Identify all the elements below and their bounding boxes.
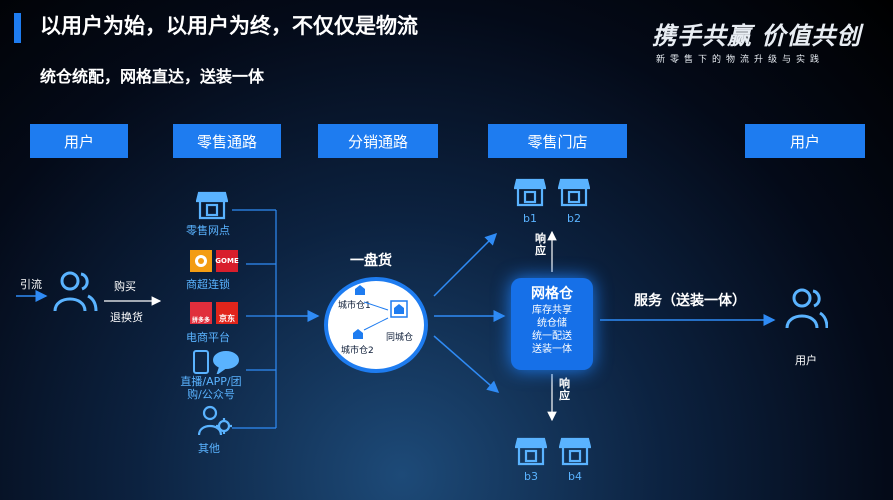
store-icon <box>515 437 547 466</box>
store-icon <box>514 178 546 207</box>
feature-line: 统一配送 <box>532 331 572 342</box>
feature-line: 库存共享 <box>532 305 572 316</box>
grid-warehouse-hub <box>511 278 593 370</box>
warehouse-icon <box>353 329 363 339</box>
store-label-b2: b2 <box>567 212 581 225</box>
same-city-warehouse-icon <box>390 300 408 318</box>
grid-warehouse-features: 库存共享 统仓储 统一配送 送装一体 <box>511 304 593 356</box>
city-warehouse-2-label: 城市仓2 <box>341 346 374 356</box>
store-label-b1: b1 <box>523 212 537 225</box>
pinduoduo-logo-icon: 拼多多 <box>190 302 212 324</box>
column-header-user: 用户 <box>30 124 128 158</box>
transfer-arrows <box>363 301 389 331</box>
title-accent-bar <box>14 13 21 43</box>
users-icon <box>53 271 98 312</box>
store-label-b4: b4 <box>568 470 582 483</box>
response-label-up: 响应 <box>535 232 546 257</box>
column-header-end-user: 用户 <box>745 124 865 158</box>
user-gear-icon <box>198 405 232 436</box>
service-label: 服务（送装一体） <box>634 293 746 309</box>
gome-logo-icon: GOME <box>215 250 239 272</box>
channel-label-ecommerce: 电商平台 <box>186 331 230 344</box>
grid-warehouse-title: 网格仓 <box>531 286 573 302</box>
page-title: 以用户为始，以用户为终，不仅仅是物流 <box>40 14 418 38</box>
brand-slogan: 携手共赢 价值共创 <box>652 22 862 50</box>
channel-label-supermarket: 商超连锁 <box>186 278 230 291</box>
phone-chat-icon <box>193 350 239 374</box>
feature-line: 统仓储 <box>537 318 567 329</box>
channel-label-other: 其他 <box>198 442 220 455</box>
buy-label: 购买 <box>114 280 136 293</box>
channel-label-livestream-app: 直播/APP/团购/公众号 <box>180 375 242 401</box>
response-label-down: 响应 <box>559 377 570 402</box>
column-header-distribution-channel: 分销通路 <box>318 124 438 158</box>
jd-logo-icon: 京东 <box>216 302 238 324</box>
store-icon <box>559 437 591 466</box>
one-inventory-title: 一盘货 <box>350 253 392 269</box>
column-header-retail-channel: 零售通路 <box>173 124 281 158</box>
store-label-b3: b3 <box>524 470 538 483</box>
supermarket-logo-icon <box>190 250 212 272</box>
inventory-pool-circle <box>324 277 428 373</box>
return-label: 退换货 <box>110 311 143 324</box>
same-city-warehouse-label: 同城仓 <box>386 333 414 343</box>
store-icon <box>196 191 228 220</box>
page-subtitle: 统仓统配，网格直达，送装一体 <box>40 67 265 86</box>
inflow-label: 引流 <box>20 278 42 291</box>
feature-line: 送装一体 <box>532 344 572 355</box>
store-icon <box>558 178 590 207</box>
end-user-icon <box>785 288 828 329</box>
column-header-retail-store: 零售门店 <box>488 124 627 158</box>
city-warehouse-1-label: 城市仓1 <box>338 301 371 311</box>
end-user-label: 用户 <box>795 354 817 367</box>
brand-tagline: 新零售下的物流升级与实践 <box>656 55 825 65</box>
channel-label-retail-outlet: 零售网点 <box>186 224 230 237</box>
warehouse-icon <box>355 285 365 295</box>
